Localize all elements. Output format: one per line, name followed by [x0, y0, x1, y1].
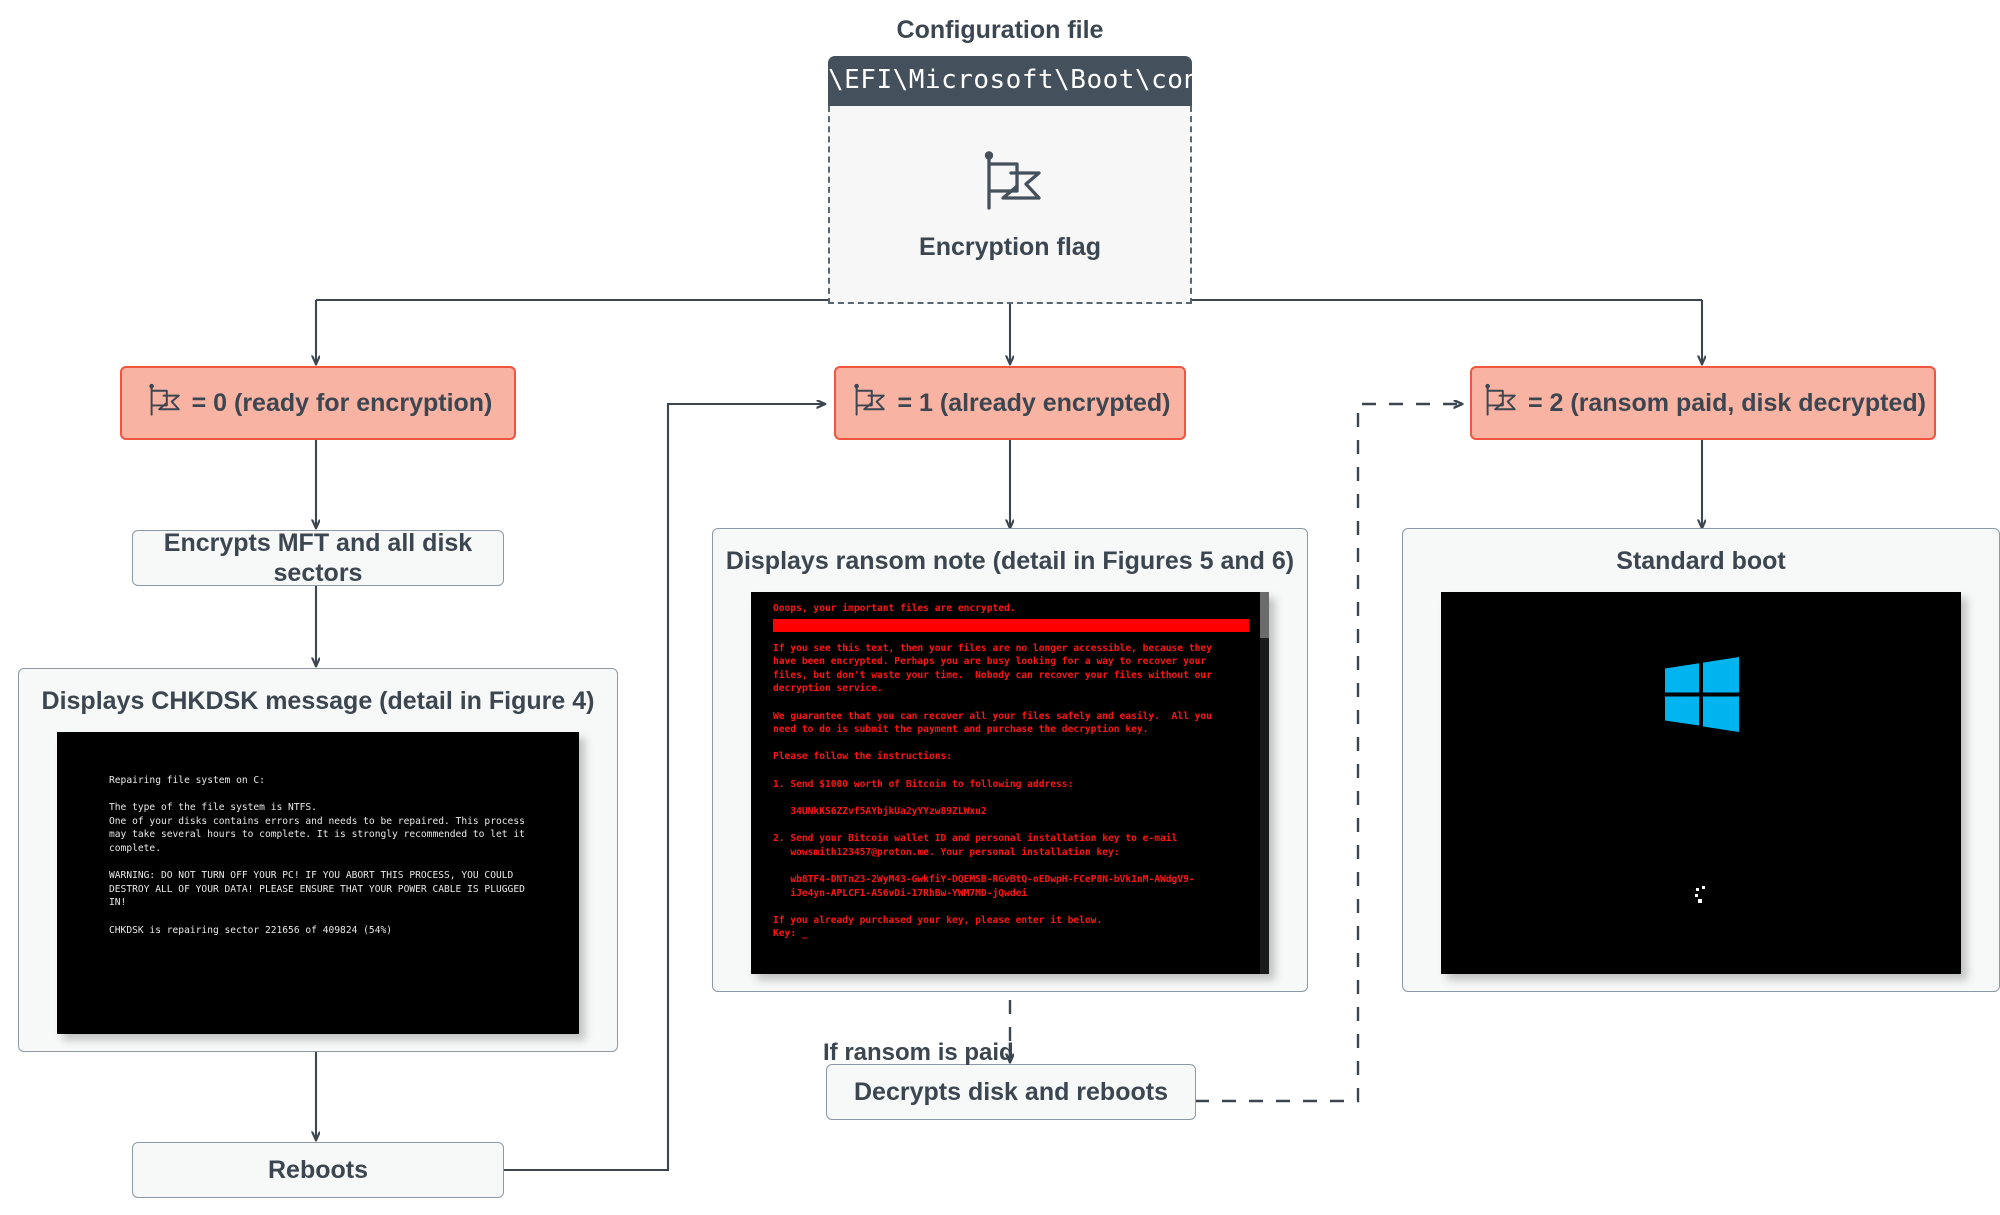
flag-state-2-box[interactable]: = 2 (ransom paid, disk decrypted) — [1470, 366, 1936, 440]
ransom-scrollbar-thumb[interactable] — [1260, 592, 1269, 638]
flag-icon — [849, 378, 887, 429]
flag-icon — [975, 146, 1045, 221]
config-file-path: \EFI\Microsoft\Boot\config — [828, 56, 1248, 106]
config-file-card: \EFI\Microsoft\Boot\config Encryption fl… — [828, 56, 1248, 304]
standard-boot-panel: Standard boot — [1402, 528, 2000, 992]
ransom-panel: Displays ransom note (detail in Figures … — [712, 528, 1308, 992]
chkdsk-panel-title: Displays CHKDSK message (detail in Figur… — [41, 687, 595, 715]
config-file-body: Encryption flag — [828, 106, 1192, 304]
encrypts-mft-label: Encrypts MFT and all disk sectors — [163, 529, 473, 587]
standard-boot-screenshot — [1441, 592, 1961, 974]
decrypts-disk-box[interactable]: Decrypts disk and reboots — [826, 1064, 1196, 1120]
flag-icon — [144, 378, 182, 429]
encrypts-mft-box[interactable]: Encrypts MFT and all disk sectors — [132, 529, 504, 587]
flag-state-1-label: = 1 (already encrypted) — [897, 389, 1171, 417]
ransom-body-text: If you see this text, then your files ar… — [773, 642, 1212, 940]
reboots-label: Reboots — [268, 1156, 368, 1184]
reboots-box[interactable]: Reboots — [132, 1142, 504, 1198]
encryption-flag-caption: Encryption flag — [919, 233, 1101, 261]
flag-icon — [1480, 378, 1518, 429]
ransom-screenshot: Ooops, your important files are encrypte… — [751, 592, 1269, 974]
chkdsk-panel: Displays CHKDSK message (detail in Figur… — [18, 668, 618, 1052]
flag-state-0-box[interactable]: = 0 (ready for encryption) — [120, 366, 516, 440]
chkdsk-screenshot: Repairing file system on C: The type of … — [57, 732, 579, 1034]
windows-logo — [1663, 657, 1741, 738]
ransom-scrollbar[interactable] — [1260, 592, 1269, 974]
if-ransom-paid-label: If ransom is paid — [823, 1039, 1014, 1066]
chkdsk-text: Repairing file system on C: The type of … — [109, 775, 525, 936]
flag-state-1-box[interactable]: = 1 (already encrypted) — [834, 366, 1186, 440]
flag-state-2-label: = 2 (ransom paid, disk decrypted) — [1527, 389, 1927, 417]
config-file-title: Configuration file — [896, 16, 1104, 44]
decrypts-disk-label: Decrypts disk and reboots — [854, 1078, 1168, 1106]
ransom-red-bar — [773, 618, 1249, 632]
ransom-panel-title: Displays ransom note (detail in Figures … — [725, 547, 1295, 575]
ransom-headline: Ooops, your important files are encrypte… — [773, 603, 1016, 614]
boot-spinner-icon — [1689, 880, 1715, 911]
flag-state-0-label: = 0 (ready for encryption) — [191, 389, 493, 417]
standard-boot-panel-title: Standard boot — [1616, 547, 1786, 575]
